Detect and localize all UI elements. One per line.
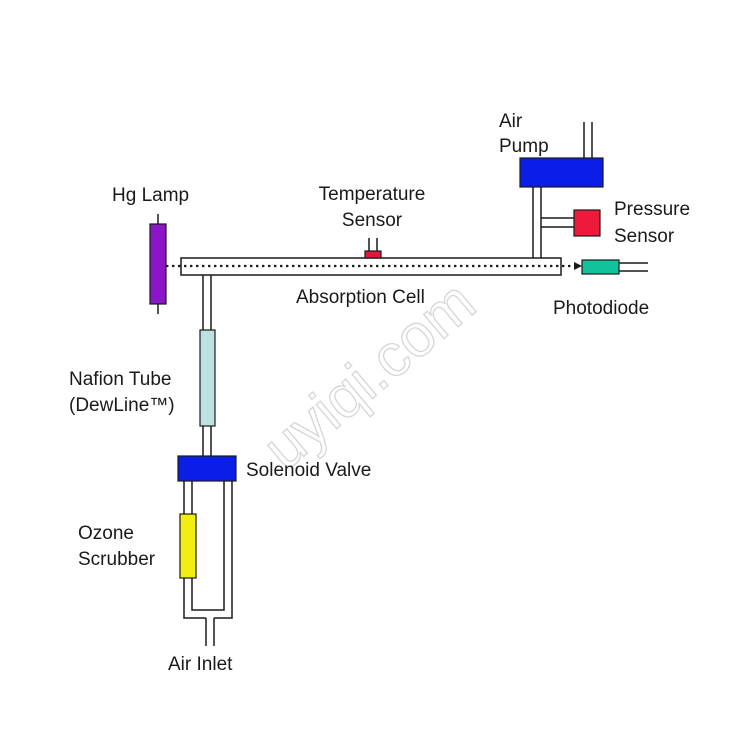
nafion-tube-label-line1: Nafion Tube (69, 369, 171, 390)
ozone-scrubber-label-line1: Ozone (78, 523, 134, 544)
ozone-scrubber-label-line2: Scrubber (78, 549, 156, 570)
temperature-sensor (364, 238, 382, 259)
photodiode (581, 259, 648, 275)
hg-lamp-label: Hg Lamp (112, 185, 189, 206)
temperature-sensor-label-line2: Sensor (342, 210, 403, 231)
pump-exhaust-pipe (583, 122, 593, 158)
hg-lamp (149, 214, 167, 314)
air-pump (519, 157, 604, 188)
air-pump-label-line1: Air (499, 111, 523, 132)
pressure-sensor-label-line1: Pressure (614, 199, 690, 220)
light-path-arrowhead (574, 262, 582, 270)
air-pump-label-line2: Pump (499, 136, 549, 157)
absorption-cell (166, 257, 582, 276)
photodiode-label: Photodiode (553, 298, 649, 319)
pump-pipe (532, 187, 574, 258)
nafion-tube-label-line2: (DewLine™) (69, 395, 175, 416)
solenoid-valve-label: Solenoid Valve (246, 460, 371, 481)
temperature-sensor-label-line1: Temperature (319, 184, 426, 205)
pressure-sensor (573, 209, 601, 237)
air-inlet-pipe (205, 618, 215, 646)
solenoid-valve (177, 455, 237, 482)
air-inlet-label: Air Inlet (168, 654, 233, 675)
pressure-sensor-label-line2: Sensor (614, 226, 675, 247)
absorption-cell-label: Absorption Cell (296, 287, 425, 308)
ozone-scrubber (179, 513, 197, 579)
nafion-tube (199, 329, 216, 427)
